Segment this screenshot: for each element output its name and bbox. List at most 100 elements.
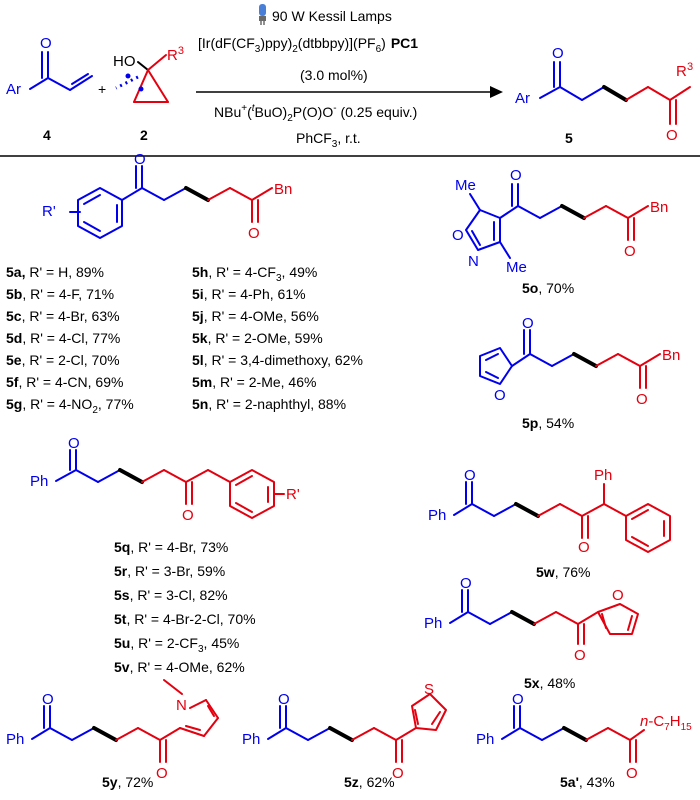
entry-5i: 5i, R' = 4-Ph, 61% [192, 286, 306, 302]
entry-5k: 5k, R' = 2-OMe, 59% [192, 330, 323, 346]
entry-5a: 5a, R' = H, 89% [6, 264, 104, 280]
aryl-series-left-list: 5a, R' = H, 89% 5b, R' = 4-F, 71% 5c, R'… [6, 264, 134, 416]
entry-5n: 5n, R' = 2-naphthyl, 88% [192, 396, 346, 412]
entry-5f: 5f, R' = 4-CN, 69% [6, 374, 123, 390]
condition-catalyst: [Ir(dF(CF3)ppy)2(dtbbpy)](PF6)PC1 [198, 35, 418, 55]
svg-text:Ar: Ar [515, 90, 530, 107]
svg-text:3: 3 [687, 61, 693, 73]
svg-text:O: O [68, 435, 80, 452]
label-5w: 5w, 76% [536, 564, 591, 580]
svg-text:O: O [552, 45, 564, 62]
compound-5p-structure: O O Bn O [479, 315, 680, 408]
entry-5c: 5c, R' = 4-Br, 63% [6, 308, 120, 324]
entry-5q: 5q, R' = 4-Br, 73% [114, 539, 228, 555]
benzyl-series-list: 5q, R' = 4-Br, 73% 5r, R' = 3-Br, 59% 5s… [114, 539, 256, 675]
svg-text:Ph: Ph [30, 473, 48, 490]
svg-text:Me: Me [506, 259, 527, 276]
atom-r3: R3 [167, 45, 184, 64]
svg-text:O: O [578, 539, 590, 556]
product-5-structure: Ar O R 3 O [515, 45, 693, 144]
condition-base: NBu+(tBuO)2P(O)O- (0.25 equiv.) [214, 103, 417, 124]
n-heptyl-label: n-C7H15 [640, 713, 692, 733]
svg-text:O: O [182, 507, 194, 524]
svg-text:O: O [494, 387, 506, 404]
label-5o: 5o, 70% [522, 280, 574, 296]
entry-5b: 5b, R' = 4-F, 71% [6, 286, 114, 302]
label-5z: 5z, 62% [344, 774, 395, 790]
svg-text:Me: Me [455, 177, 476, 194]
condition-lamp: 90 W Kessil Lamps [272, 8, 392, 24]
entry-5m: 5m, R' = 2-Me, 46% [192, 374, 316, 390]
product-5-label: 5 [565, 130, 573, 146]
svg-text:O: O [512, 691, 524, 708]
reactant-2-structure: HO R3 [113, 45, 184, 103]
aryl-series-right-list: 5h, R' = 4-CF3, 49% 5i, R' = 4-Ph, 61% 5… [192, 264, 363, 412]
entry-5g: 5g, R' = 4-NO2, 77% [6, 396, 134, 416]
svg-text:O: O [248, 225, 260, 242]
svg-text:O: O [636, 391, 648, 408]
svg-text:R': R' [42, 203, 56, 220]
compound-5x-structure: Ph O O O [424, 575, 639, 664]
entry-5t: 5t, R' = 4-Br-2-Cl, 70% [114, 611, 256, 627]
label-5a-prime: 5a', 43% [560, 774, 615, 790]
label-5y: 5y, 72% [102, 774, 153, 790]
svg-text:Ph: Ph [242, 731, 260, 748]
entry-5j: 5j, R' = 4-OMe, 56% [192, 308, 319, 324]
entry-5e: 5e, R' = 2-Cl, 70% [6, 352, 120, 368]
atom-o: O [40, 35, 52, 52]
atom-ar: Ar [6, 81, 21, 98]
aryl-series-scaffold: R' O Bn O [42, 151, 292, 242]
plus-sign: + [98, 81, 106, 97]
atom-ho: HO [113, 53, 136, 70]
svg-text:Bn: Bn [650, 199, 668, 216]
svg-text:O: O [574, 647, 586, 664]
compound-5a-prime-structure: Ph O O n-C7H15 [476, 691, 692, 782]
entry-5r: 5r, R' = 3-Br, 59% [114, 563, 225, 579]
svg-text:N: N [176, 697, 187, 714]
entry-5u: 5u, R' = 2-CF3, 45% [114, 635, 239, 655]
svg-text:O: O [278, 691, 290, 708]
svg-text:O: O [510, 167, 522, 184]
svg-text:O: O [392, 765, 404, 782]
svg-text:Ph: Ph [6, 731, 24, 748]
reactant-4-structure: Ar O [6, 35, 93, 98]
benzyl-series-scaffold: Ph O O R' [30, 435, 300, 524]
compound-5w-structure: Ph O O Ph [428, 467, 671, 556]
svg-text:Ph: Ph [476, 731, 494, 748]
svg-text:O: O [134, 151, 146, 168]
svg-text:O: O [156, 765, 168, 782]
svg-text:Bn: Bn [662, 347, 680, 364]
reactant-2-label: 2 [140, 127, 148, 143]
svg-text:R': R' [286, 486, 300, 503]
entry-5s: 5s, R' = 3-Cl, 82% [114, 587, 228, 603]
lamp-icon [259, 4, 266, 25]
compound-5o-structure: Me O N Me O Bn O [452, 167, 668, 276]
svg-text:S: S [424, 681, 434, 698]
label-5p: 5p, 54% [522, 415, 574, 431]
svg-text:Ph: Ph [594, 467, 612, 484]
svg-text:Ph: Ph [424, 615, 442, 632]
svg-text:O: O [460, 575, 472, 592]
svg-text:O: O [522, 315, 534, 332]
svg-text:O: O [464, 467, 476, 484]
condition-loading: (3.0 mol%) [300, 67, 368, 83]
reactant-4-label: 4 [43, 127, 51, 143]
svg-text:O: O [626, 765, 638, 782]
svg-text:R: R [676, 63, 687, 80]
svg-text:O: O [666, 127, 678, 144]
entry-5l: 5l, R' = 3,4-dimethoxy, 62% [192, 352, 363, 368]
svg-text:Ph: Ph [428, 507, 446, 524]
entry-5d: 5d, R' = 4-Cl, 77% [6, 330, 120, 346]
svg-text:O: O [624, 243, 636, 260]
entry-5v: 5v, R' = 4-OMe, 62% [114, 659, 245, 675]
entry-5h: 5h, R' = 4-CF3, 49% [192, 264, 317, 284]
condition-solvent: PhCF3, r.t. [296, 130, 361, 150]
svg-text:O: O [612, 587, 624, 604]
compound-5y-structure: Ph O O N [6, 679, 219, 782]
label-5x: 5x, 48% [524, 675, 575, 691]
svg-text:O: O [42, 691, 54, 708]
svg-text:N: N [468, 253, 479, 270]
compound-5z-structure: Ph O O S [242, 681, 447, 782]
svg-text:O: O [452, 227, 464, 244]
